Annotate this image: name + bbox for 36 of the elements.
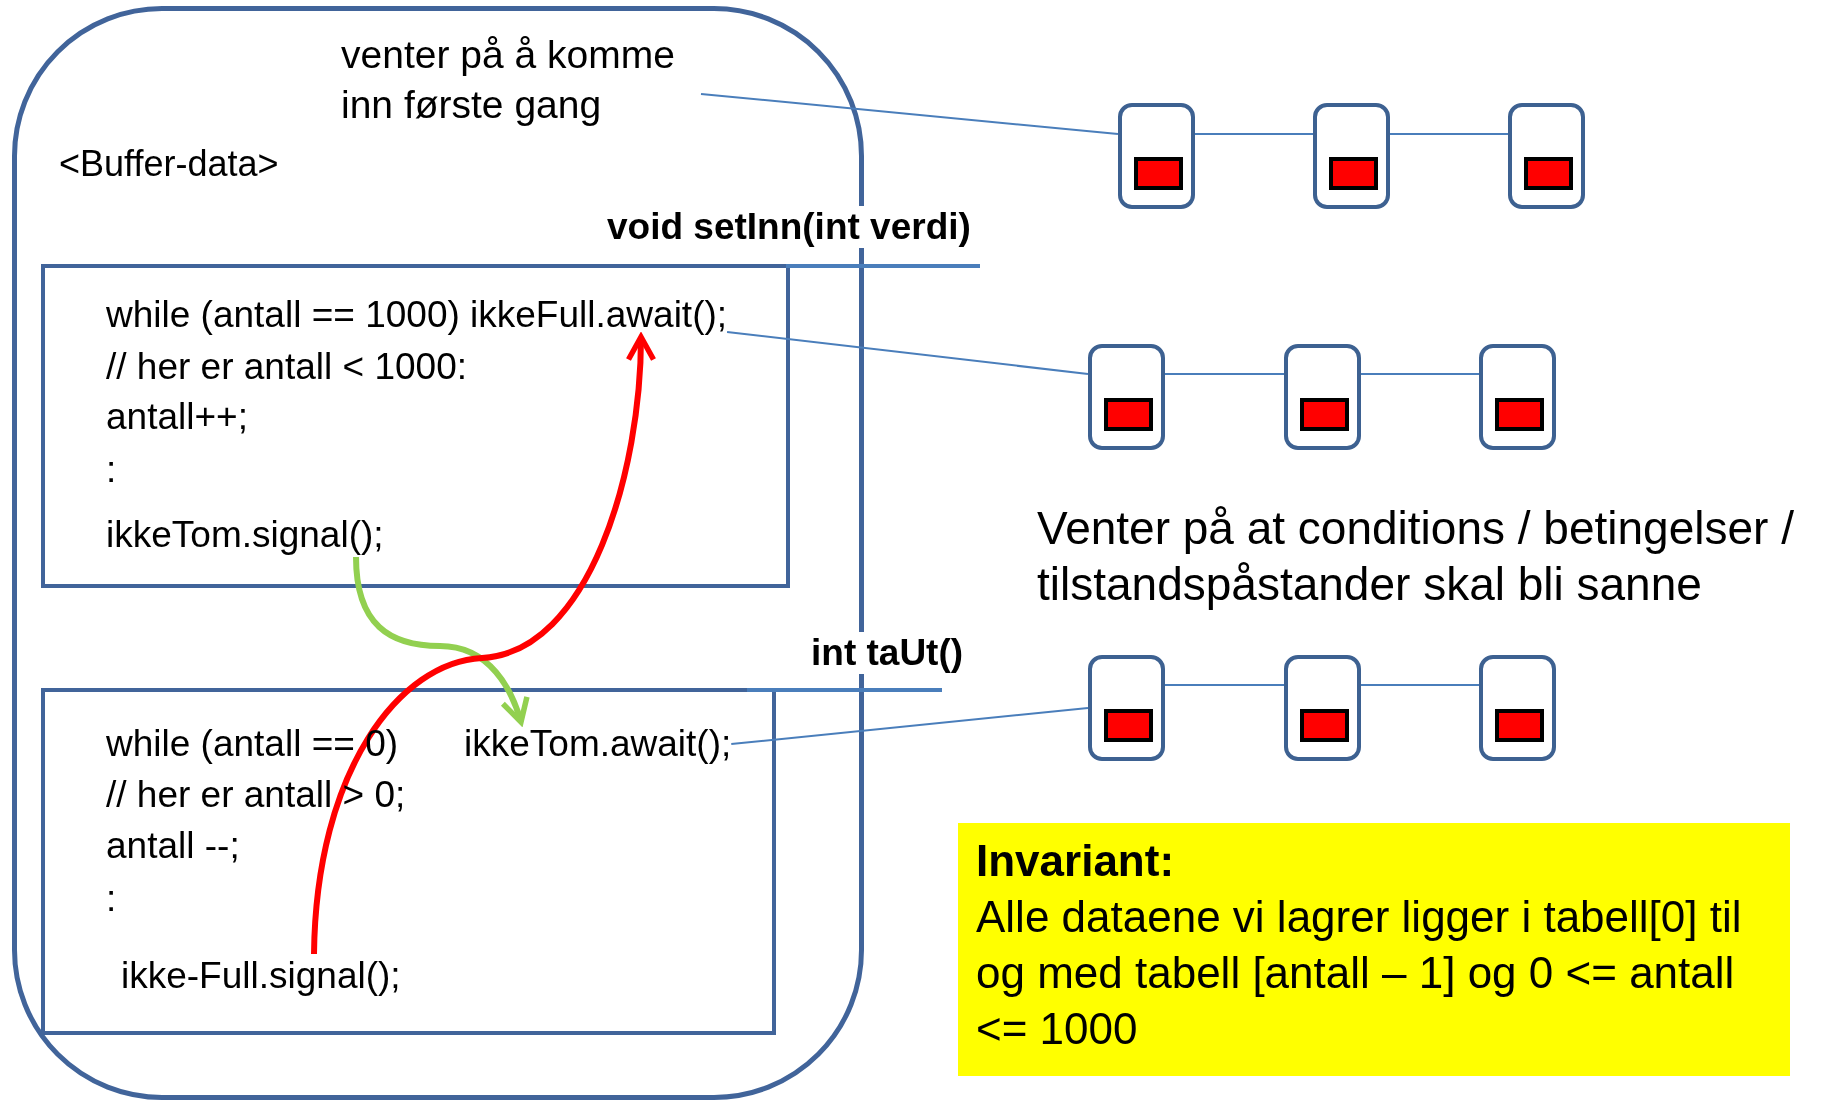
- code-line: ikkeTom.signal();: [106, 513, 384, 557]
- connector-line: [1360, 684, 1480, 686]
- arrow: [311, 334, 656, 955]
- thread-box: [1284, 344, 1361, 450]
- code-line: ikke-Full.signal();: [121, 954, 401, 998]
- connector-line: [726, 331, 1089, 375]
- connector-line: [730, 707, 1089, 745]
- connector-line: [1164, 684, 1285, 686]
- thread-box: [1118, 103, 1195, 209]
- invariant-text: Alle dataene vi lagrer ligger i tabell[0] til og med tabell [antall – 1] og 0 <= antall <= 1000: [976, 891, 1743, 1055]
- thread-box: [1088, 344, 1165, 450]
- annotation-text: venter på å komme inn første gang: [341, 30, 701, 130]
- connector-line: [1194, 133, 1314, 135]
- code-line: :: [106, 448, 117, 492]
- connector-line: [700, 93, 1119, 135]
- code-line: :: [106, 877, 117, 921]
- invariant-box: [958, 823, 1790, 1076]
- code-line: // her er antall > 0;: [106, 773, 406, 817]
- code-line: antall --;: [106, 824, 240, 868]
- thread-box: [1479, 655, 1556, 761]
- arrow: [353, 556, 530, 725]
- code-line: ikkeTom.await();: [464, 722, 732, 766]
- connector-line: [1360, 373, 1480, 375]
- caption-text: Venter på at conditions / betingelser / tilstandspåstander skal bli sanne: [1037, 501, 1795, 612]
- code-line: antall++;: [106, 395, 248, 439]
- thread-box: [1508, 103, 1585, 209]
- thread-box: [1313, 103, 1390, 209]
- invariant-heading: Invariant:: [976, 835, 1176, 887]
- code-line: while (antall == 0): [106, 722, 399, 766]
- connector-line: [1389, 133, 1509, 135]
- thread-box: [1088, 655, 1165, 761]
- code-line: // her er antall < 1000:: [106, 345, 467, 389]
- code-line: while (antall == 1000) ikkeFull.await();: [106, 293, 728, 337]
- thread-box: [1284, 655, 1361, 761]
- thread-box: [1479, 344, 1556, 450]
- connector-line: [1164, 373, 1285, 375]
